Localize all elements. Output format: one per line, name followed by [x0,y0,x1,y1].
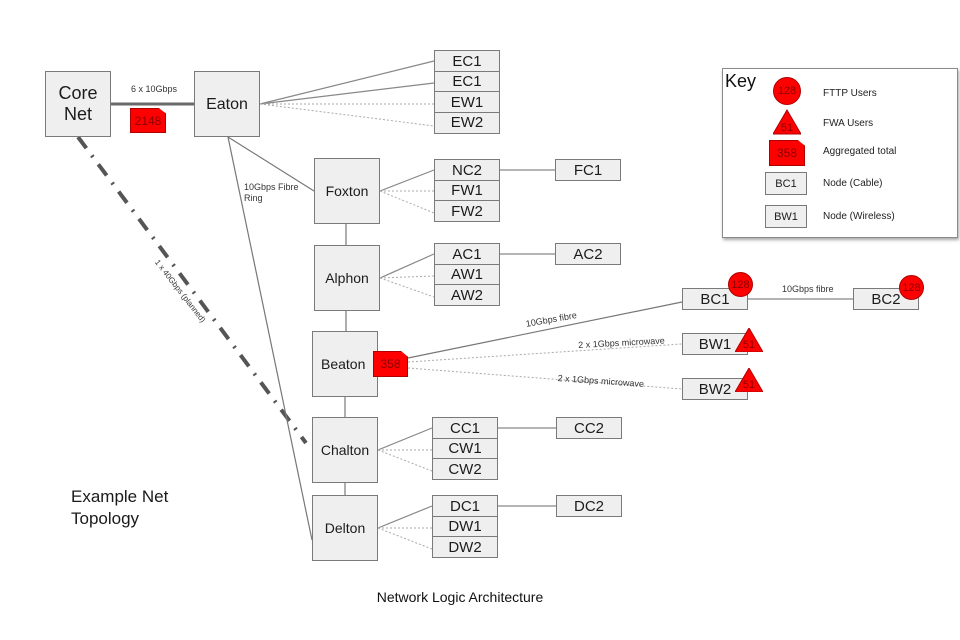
node-ew2[interactable]: EW2 [434,111,500,134]
legend: Key 128 FTTP Users 51 FWA Users 358 Aggr… [722,68,958,238]
eaton-ec1a-link [259,60,435,105]
bw2-fwa-users: 51 [735,368,763,392]
topology-caption: Example Net Topology [71,486,168,530]
beaton-label: Beaton [321,356,366,372]
ring-eaton-foxton [227,136,315,192]
caption-line-1: Example Net [71,487,169,506]
legend-fwa-label: FWA Users [823,118,874,129]
delton-child-stack: DC1 DW1 DW2 [432,495,498,558]
eaton-node[interactable]: Eaton [194,71,260,137]
bc-link-label: 10Gbps fibre [782,284,834,294]
uplink-label: 6 x 10Gbps [131,84,178,94]
legend-title: Key [725,71,757,91]
bc1-fttp-users: 128 [728,272,753,297]
node-bw1[interactable]: BW1 [682,333,748,355]
beaton-aggregate-badge: 358 [373,351,408,377]
node-nc2[interactable]: NC2 [434,159,500,181]
legend-wireless-symbol: BW1 [765,205,807,228]
node-ac2[interactable]: AC2 [555,243,621,265]
chalton-node[interactable]: Chalton [312,417,378,483]
ring-eaton-delton [227,136,313,541]
beaton-bc1-link [407,301,683,359]
node-ew1[interactable]: EW1 [434,91,500,113]
node-dc2[interactable]: DC2 [556,495,622,517]
core-net-node[interactable]: Core Net [45,71,111,137]
legend-fttp-symbol: 128 [773,77,801,105]
delton-dc1-link [377,505,433,529]
beaton-bw1-link [407,343,683,363]
alphon-aw1-link [379,275,435,279]
node-cc2[interactable]: CC2 [556,417,622,439]
chalton-cw2-link [377,449,433,472]
foxton-child-stack: NC2 FW1 FW2 [434,159,500,222]
node-cc1[interactable]: CC1 [432,417,498,439]
chalton-child-stack: CC1 CW1 CW2 [432,417,498,480]
foxton-nc2-link [379,169,435,192]
node-cw1[interactable]: CW1 [432,437,498,460]
legend-aggregate-label: Aggregated total [823,146,897,157]
node-fc1[interactable]: FC1 [555,159,621,181]
diagram-title: Network Logic Architecture [376,589,544,605]
legend-wireless-label: Node (Wireless) [823,211,895,222]
eaton-ew2-link [259,103,435,127]
bc2-fttp-users: 128 [899,275,924,300]
node-ec1-b[interactable]: EC1 [434,70,500,93]
foxton-fw2-link [379,190,435,214]
node-dc1[interactable]: DC1 [432,495,498,517]
node-ec1[interactable]: EC1 [434,50,500,72]
legend-aggregate-symbol: 358 [769,140,805,166]
alphon-aw2-link [379,277,435,298]
foxton-node[interactable]: Foxton [314,158,380,224]
delton-dw2-link [377,527,433,550]
legend-cable-label: Node (Cable) [823,178,883,189]
node-bc2[interactable]: BC2 [853,288,919,310]
delton-node[interactable]: Delton [312,495,378,561]
ring-label-1: 10Gbps Fibre [244,182,299,192]
beaton-bw2-link [407,367,683,390]
core-net-label-1: Core [58,83,98,103]
legend-fwa-symbol: 51 [773,109,801,135]
node-aw2[interactable]: AW2 [434,284,500,306]
caption-line-2: Topology [71,509,140,528]
node-dw2[interactable]: DW2 [432,536,498,558]
alphon-node[interactable]: Alphon [314,245,380,311]
node-fw2[interactable]: FW2 [434,200,500,222]
beaton-node[interactable]: Beaton [312,331,378,397]
chalton-cc1-link [377,427,433,451]
core-net-label-2: Net [63,104,92,124]
node-cw2[interactable]: CW2 [432,458,498,480]
bw2-fwa-count: 51 [742,379,756,391]
ring-label-2: Ring [244,193,263,203]
eaton-child-stack: EC1 EC1 EW1 EW2 [434,50,500,134]
alphon-child-stack: AC1 AW1 AW2 [434,243,500,306]
bw1-fwa-count: 51 [742,339,756,351]
node-bw2[interactable]: BW2 [682,378,748,400]
node-aw1[interactable]: AW1 [434,263,500,286]
alphon-ac1-link [379,253,435,279]
legend-fwa-count: 51 [780,122,794,134]
legend-cable-symbol: BC1 [765,172,807,195]
node-ac1[interactable]: AC1 [434,243,500,265]
eaton-ec1b-link [259,82,435,105]
core-aggregate-badge: 2148 [130,108,166,133]
node-fw1[interactable]: FW1 [434,179,500,202]
planned-40g-link [76,135,308,445]
legend-fttp-label: FTTP Users [823,88,877,99]
bw1-fwa-users: 51 [735,328,763,352]
node-dw1[interactable]: DW1 [432,515,498,538]
